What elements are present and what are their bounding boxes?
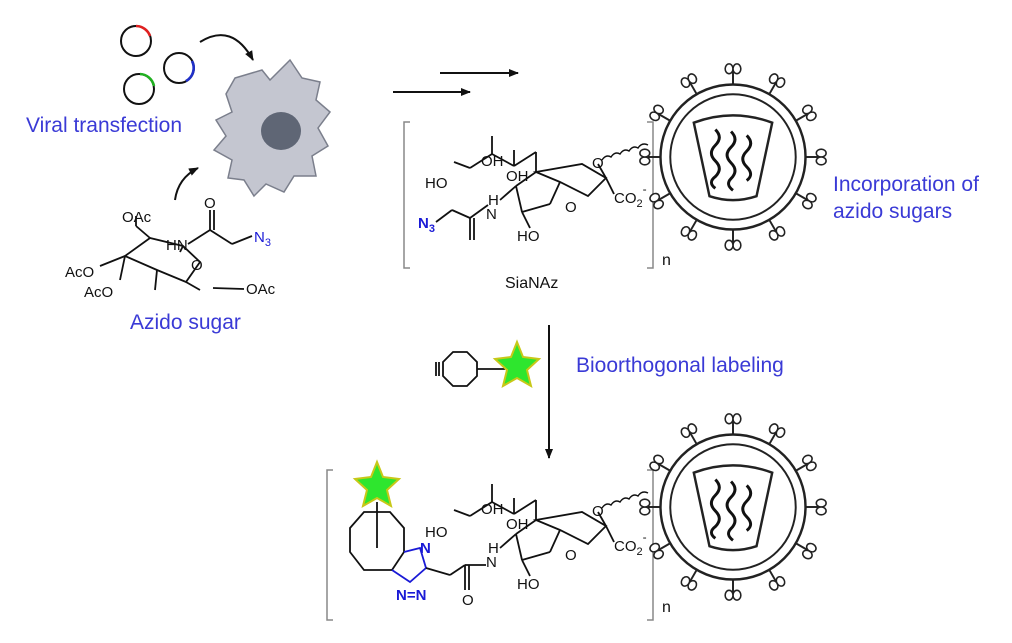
plasmid-green-segment	[139, 72, 156, 87]
plasmid-blue-segment	[185, 60, 195, 83]
triazole-product-structure	[349, 484, 615, 590]
sianaz-atom-n3: N3	[418, 215, 435, 235]
glycosidic-linkage	[601, 143, 649, 161]
label-bioorthogonal-labeling: Bioorthogonal labeling	[576, 354, 784, 377]
product-atom-ho: HO	[425, 524, 448, 541]
cell-nucleus	[261, 112, 301, 150]
label-incorporation-line2: azido sugars	[833, 200, 953, 223]
azido-sugar-atom-n3: N3	[254, 229, 271, 249]
triazole-atom-n2: N=N	[396, 587, 426, 604]
product-atom-oh1: OH	[481, 501, 504, 518]
label-viral-transfection: Viral transfection	[26, 114, 183, 137]
sianaz-atom-ho2: HO	[517, 228, 540, 245]
sianaz-atom-ho: HO	[425, 175, 448, 192]
label-incorporation-line1: Incorporation of	[833, 173, 979, 196]
product-atom-glyco-o: O	[592, 503, 604, 520]
plasmid-icons	[120, 24, 195, 105]
azido-sugar-atom-o: O	[204, 195, 216, 212]
azido-sugar-atom-aco2: AcO	[84, 284, 113, 301]
sianaz-atom-co2: CO2-	[614, 182, 647, 210]
sianaz-label: SiaNAz	[505, 275, 558, 292]
repeat-n-top: n	[662, 252, 671, 269]
azido-sugar-atom-hn: HN	[166, 237, 188, 254]
azido-sugar-structure	[99, 210, 253, 291]
virus-particle	[640, 64, 826, 250]
plasmid-red-segment	[135, 24, 152, 37]
product-atom-ho2: HO	[517, 576, 540, 593]
product-atom-o: O	[462, 592, 474, 609]
sianaz-atom-h: H	[488, 192, 499, 209]
sianaz-structure	[435, 136, 615, 240]
product-atom-co2: CO2-	[614, 530, 647, 558]
azido-sugar-atom-oac2: OAc	[246, 281, 276, 298]
azido-sugar-atom-ring-o: O	[191, 257, 203, 274]
curved-arrow	[199, 34, 254, 61]
product-atom-n: N	[486, 554, 497, 571]
triazole-atom-n1: N	[420, 540, 431, 557]
curved-arrow	[174, 167, 199, 201]
sianaz-atom-ring-o: O	[565, 199, 577, 216]
cyclooctyne-reagent	[435, 351, 505, 387]
fluorophore-star-icon	[352, 459, 402, 509]
sianaz-atom-n: N	[486, 206, 497, 223]
glycosidic-linkage	[601, 491, 649, 509]
azido-sugar-atom-oac1: OAc	[122, 209, 152, 226]
product-atom-ring-o: O	[565, 547, 577, 564]
product-atom-oh2: OH	[506, 516, 529, 533]
label-azido-sugar: Azido sugar	[130, 311, 241, 334]
plasmid-icon	[123, 73, 155, 105]
azido-sugar-atom-aco1: AcO	[65, 264, 94, 281]
virus-particle	[640, 414, 826, 600]
repeat-n-bottom: n	[662, 599, 671, 616]
sianaz-atom-oh1: OH	[481, 153, 504, 170]
fluorophore-star-icon	[492, 339, 542, 389]
product-atom-h: H	[488, 540, 499, 557]
sianaz-atom-glyco-o: O	[592, 155, 604, 172]
sianaz-atom-oh2: OH	[506, 168, 529, 185]
